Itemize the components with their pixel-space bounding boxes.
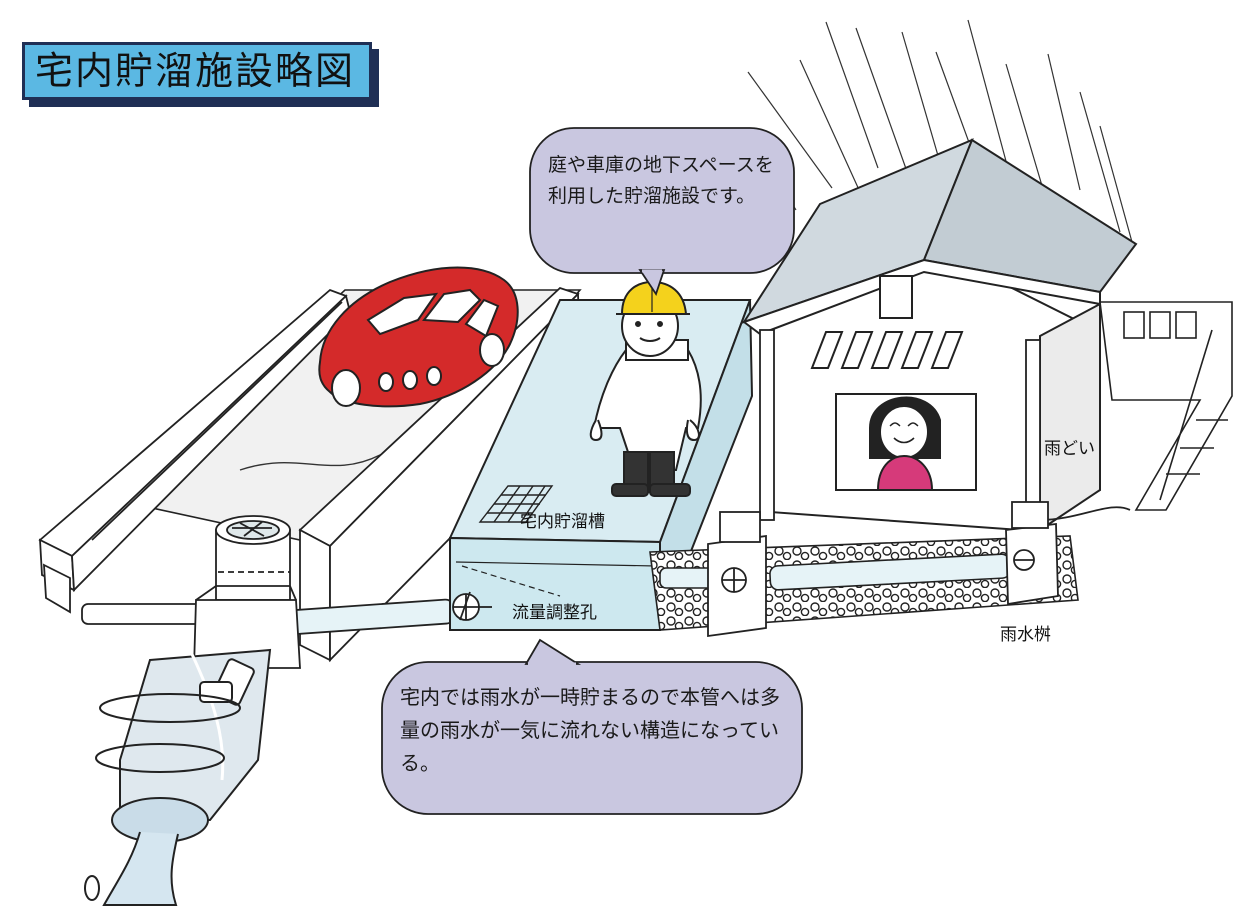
worker	[589, 280, 702, 497]
label-rain-basin: 雨水桝	[1000, 625, 1051, 645]
side-fence	[1099, 301, 1233, 511]
rainwater-basins	[707, 501, 1059, 638]
tank-grating	[478, 485, 554, 523]
speech-bubble-top	[529, 127, 795, 297]
label-rain-gutter: 雨どい	[1044, 439, 1095, 459]
label-flow-orifice: 流量調整孔	[512, 603, 597, 623]
orifice-valve-symbol	[452, 591, 492, 621]
manhole	[193, 515, 301, 669]
red-car	[318, 266, 519, 408]
lateral-pipe-left	[81, 603, 211, 625]
bubble-top-text: 庭や車庫の地下スペースを利用した貯溜施設です。	[548, 154, 774, 207]
label-storage-tank: 宅内貯溜槽	[520, 512, 605, 532]
left-curb	[38, 288, 351, 614]
bubble-bottom-text: 宅内では雨水が一時貯まるので本管へは多量の雨水が一気に流れない構造になっている。	[400, 685, 780, 775]
house	[741, 138, 1138, 532]
page-title: 宅内貯溜施設略図	[22, 42, 372, 100]
speech-bubble-bottom	[381, 638, 803, 815]
main-sewer-pipe	[84, 648, 272, 906]
